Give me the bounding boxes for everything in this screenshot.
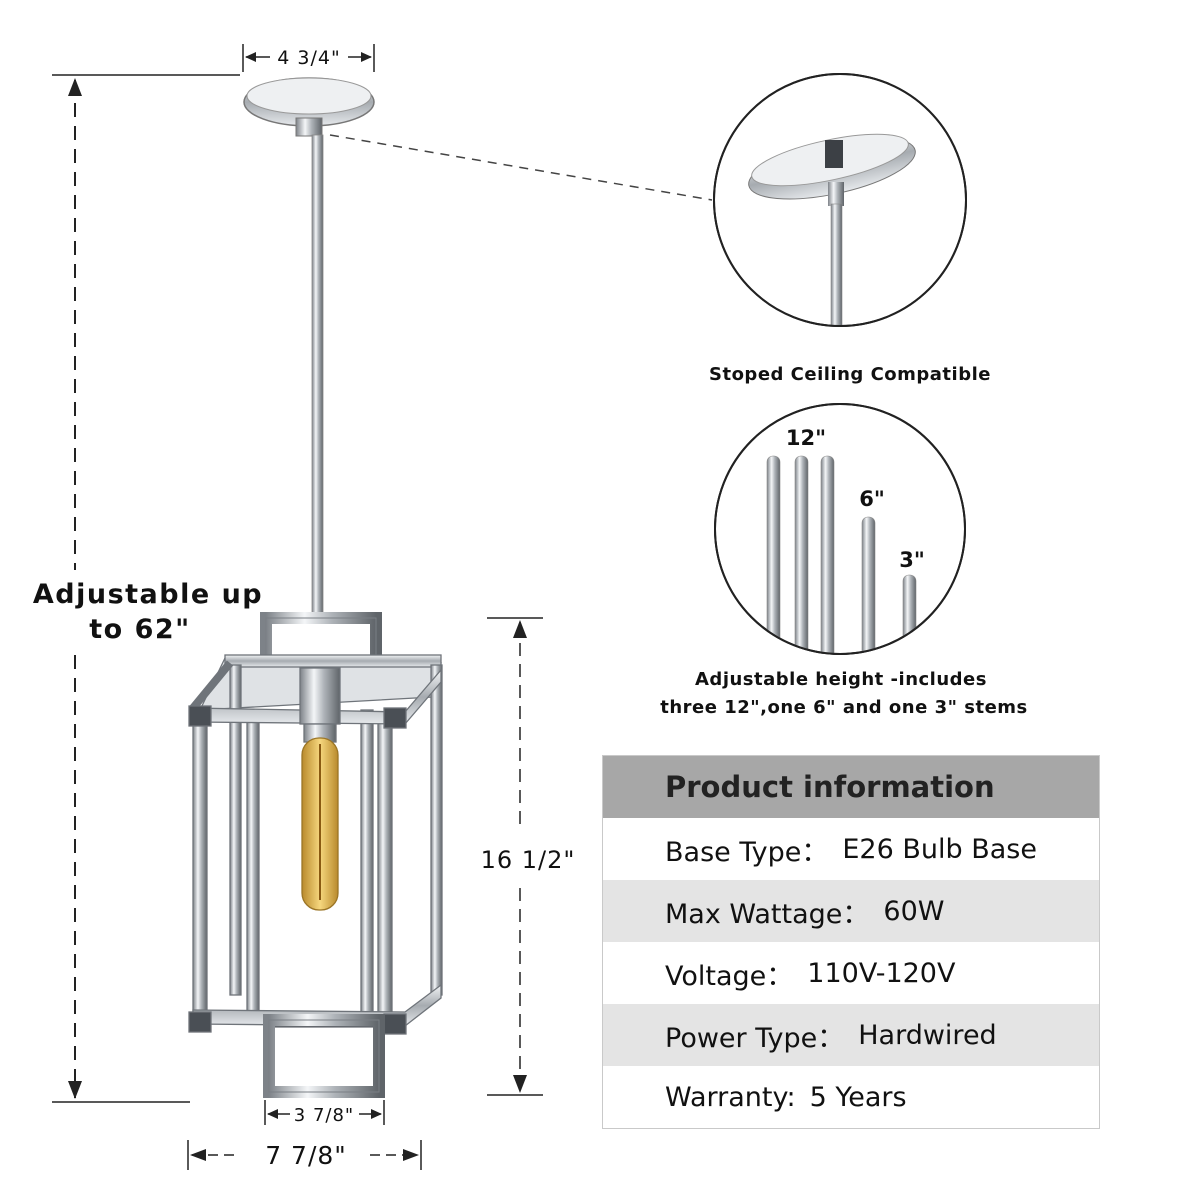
bottom-frame-width-dimension: 3 7/8" <box>264 1100 385 1126</box>
canopy-width-label: 4 3/4" <box>277 47 340 69</box>
overall-height-dimension: Adjustable up to 62" <box>20 74 280 1103</box>
lantern-fixture <box>188 612 443 1098</box>
stems-caption-line2: three 12",one 6" and one 3" stems <box>660 697 1028 718</box>
fixture-width-label: 7 7/8" <box>265 1141 347 1170</box>
product-information-table: Product information Base Type： E26 Bulb … <box>602 755 1100 1129</box>
spec-row-voltage: Voltage： 110V-120V <box>603 942 1099 1004</box>
bottom-frame-width-label: 3 7/8" <box>294 1105 354 1126</box>
spec-value: 5 Years <box>809 1081 907 1113</box>
fixture-height-label: 16 1/2" <box>481 846 576 874</box>
spec-value: 60W <box>883 895 945 927</box>
sloped-ceiling-caption: Stoped Ceiling Compatible <box>709 364 991 385</box>
stems-detail: 12" 6" 3" <box>714 403 966 655</box>
fixture-width-dimension: 7 7/8" <box>187 1140 422 1170</box>
spec-row-max-wattage: Max Wattage： 60W <box>603 880 1099 942</box>
spec-value: 110V-120V <box>807 957 956 989</box>
spec-value: Hardwired <box>858 1019 997 1051</box>
spec-row-power-type: Power Type： Hardwired <box>603 1004 1099 1066</box>
pendant-canopy <box>243 77 375 137</box>
pendant-stem <box>311 134 324 616</box>
detail-leader-line <box>329 134 713 201</box>
stem-label-3: 3" <box>899 548 925 572</box>
fixture-height-dimension: 16 1/2" <box>481 617 576 1096</box>
overall-height-label-line2: to 62" <box>89 614 191 645</box>
stem-label-12: 12" <box>786 426 826 450</box>
spec-label: Warranty: <box>665 1081 796 1113</box>
spec-label: Max Wattage： <box>665 898 870 930</box>
spec-label: Base Type： <box>665 836 829 868</box>
spec-value: E26 Bulb Base <box>842 833 1037 865</box>
spec-row-base-type: Base Type： E26 Bulb Base <box>603 818 1099 880</box>
canopy-width-dimension: 4 3/4" <box>242 44 375 72</box>
sloped-ceiling-detail <box>713 73 967 327</box>
product-information-title: Product information <box>603 756 1099 818</box>
spec-row-warranty: Warranty: 5 Years <box>603 1066 1099 1128</box>
stems-caption-line1: Adjustable height -includes <box>695 669 987 690</box>
stem-label-6: 6" <box>859 487 885 511</box>
spec-label: Voltage： <box>665 960 794 992</box>
overall-height-label-line1: Adjustable up <box>33 579 263 610</box>
spec-label: Power Type： <box>665 1022 845 1054</box>
